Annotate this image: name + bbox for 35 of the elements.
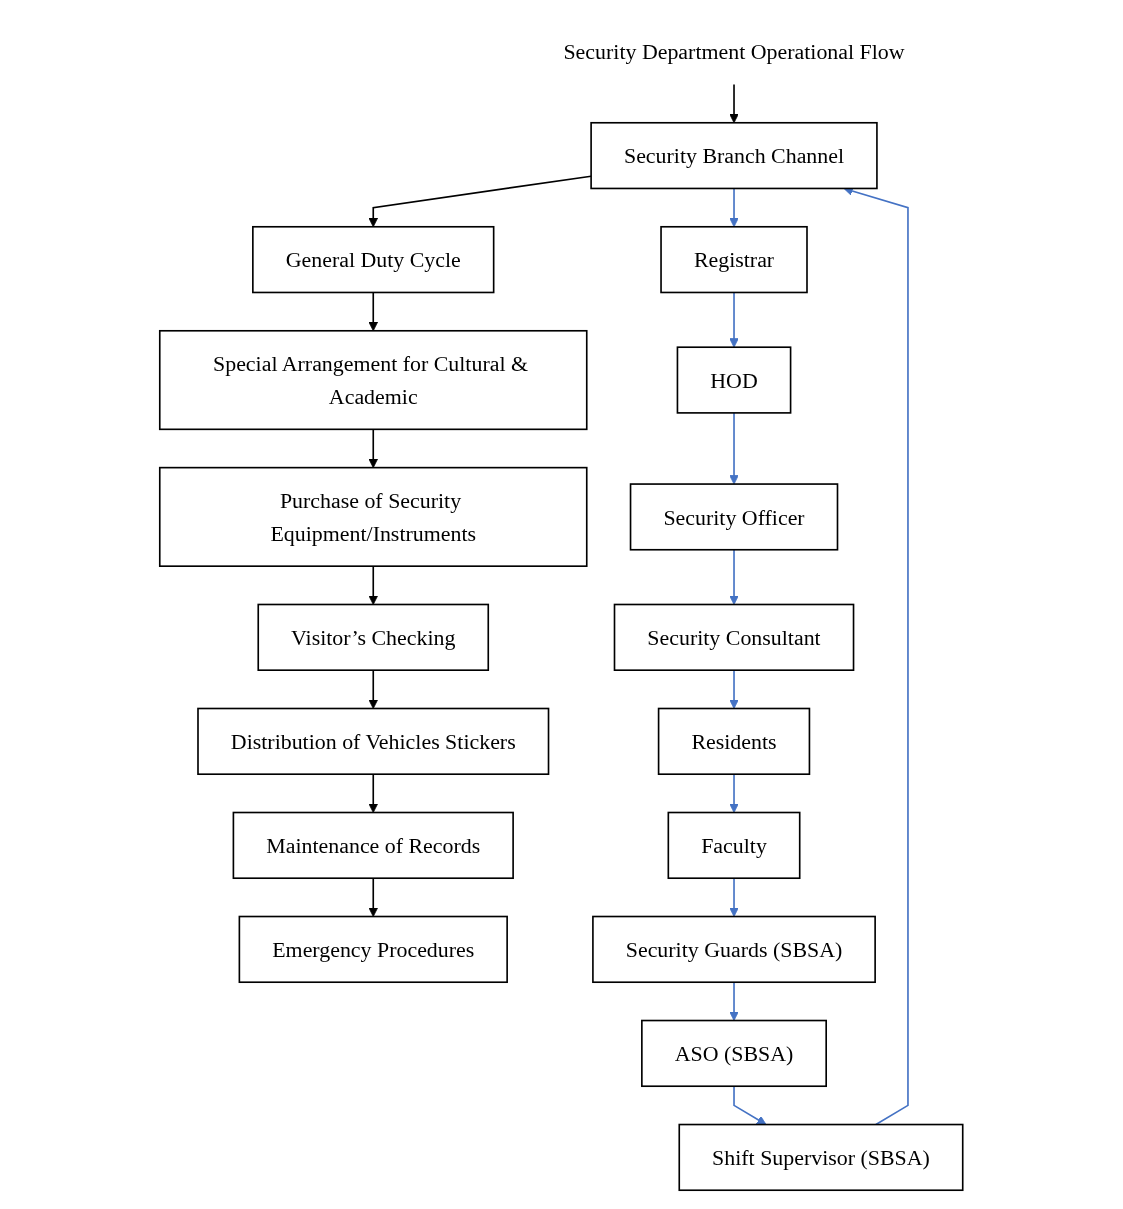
arrow xyxy=(368,773,379,813)
node-box xyxy=(232,811,515,880)
arrow xyxy=(729,83,740,124)
node-box xyxy=(257,603,490,671)
node-box xyxy=(613,603,855,671)
flowchart: Security Department Operational Flow Security Branch Channel General Duty Cycle Registrar Special Arrangement for Cultural & Academic HOD Purchase of Security Equipment/Instruments Security Officer Visitor’s Checking Security Consultant Distribution of Vehicles Stickers Residents Maintenance of Records Faculty Emergency Procedures Security Guards (SBSA) ASO (SBSA) Shift Supervisor (SBSA) xyxy=(151,10,972,1199)
arrow xyxy=(729,412,740,485)
node-box xyxy=(676,346,792,414)
arrow xyxy=(729,981,740,1021)
arrow xyxy=(368,877,379,917)
arrow xyxy=(368,669,379,709)
arrow xyxy=(729,291,740,348)
node-box xyxy=(678,1123,964,1192)
arrow xyxy=(368,428,379,469)
arrow xyxy=(729,877,740,917)
arrow xyxy=(729,187,740,228)
node-box xyxy=(660,225,809,294)
node-box xyxy=(629,483,839,551)
node-box xyxy=(667,811,801,880)
arrow xyxy=(368,291,379,332)
node-box xyxy=(238,915,509,984)
node-box xyxy=(159,466,588,567)
arrow xyxy=(729,669,740,709)
arrow xyxy=(733,1085,767,1125)
node-box xyxy=(658,707,811,775)
arrow xyxy=(368,565,379,605)
node-box xyxy=(159,329,588,431)
node-box xyxy=(252,225,495,294)
arrow xyxy=(729,773,740,813)
node-box xyxy=(641,1019,828,1088)
node-box xyxy=(592,915,877,984)
node-box xyxy=(197,707,550,775)
node-box xyxy=(590,121,878,190)
node-text: Security Department Operational Flow xyxy=(563,39,905,64)
arrow xyxy=(729,548,740,605)
